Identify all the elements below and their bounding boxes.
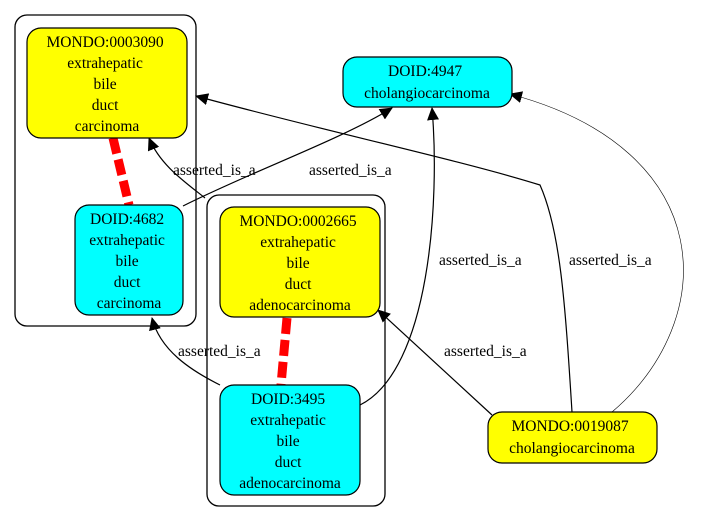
node-label-line: bile: [93, 76, 116, 93]
node-doid-4682: DOID:4682 extrahepatic bile duct carcino…: [74, 204, 184, 316]
node-label-line: extrahepatic: [260, 234, 336, 251]
edge-label: asserted_is_a: [444, 343, 527, 360]
node-label-line: MONDO:0003090: [47, 34, 164, 51]
node-label-line: extrahepatic: [250, 412, 326, 429]
edge-mondo0019087-to-mondo0002665: [377, 309, 493, 416]
node-label-line: MONDO:0002665: [240, 213, 357, 230]
node-mondo-0003090: MONDO:0003090 extrahepatic bile duct car…: [26, 27, 188, 139]
node-label: DOID:4947 cholangiocarcinoma: [364, 63, 490, 102]
node-label-line: DOID:4682: [90, 211, 164, 228]
equivalence-link-adenocarcinoma: [276, 317, 292, 386]
node-label-line: DOID:3495: [251, 391, 325, 408]
node-label-line: extrahepatic: [67, 55, 143, 72]
node-label-line: bile: [115, 253, 138, 270]
edge-mondo0019087-to-doid4947: [509, 91, 684, 413]
cluster-extrahepatic-bile-duct-adenocarcinoma: [206, 194, 386, 507]
node-label: DOID:4682 extrahepatic bile duct carcino…: [89, 211, 169, 312]
node-label-line: duct: [114, 274, 141, 291]
node-label-line: MONDO:0019087: [512, 418, 629, 435]
node-label: MONDO:0003090 extrahepatic bile duct car…: [47, 34, 168, 135]
edge-doid4682-to-mondo0003090: [147, 137, 206, 199]
node-box: [74, 204, 184, 316]
node-label-line: cholangiocarcinoma: [509, 440, 635, 457]
node-box: [342, 56, 513, 108]
node-label-line: DOID:4947: [388, 63, 462, 80]
node-box: [26, 27, 188, 139]
cluster-extrahepatic-bile-duct-carcinoma: [14, 14, 197, 327]
node-label: MONDO:0019087 cholangiocarcinoma: [509, 418, 635, 457]
node-box: [219, 206, 381, 318]
node-label-line: adenocarcinoma: [239, 475, 341, 492]
node-label: DOID:3495 extrahepatic bile duct adenoca…: [239, 391, 341, 492]
node-doid-3495: DOID:3495 extrahepatic bile duct adenoca…: [219, 384, 361, 496]
equivalence-link-carcinoma: [108, 136, 134, 207]
node-label: MONDO:0002665 extrahepatic bile duct ade…: [240, 213, 361, 314]
node-label-line: carcinoma: [75, 118, 140, 135]
node-mondo-0019087: MONDO:0019087 cholangiocarcinoma: [487, 411, 658, 464]
node-label-line: bile: [286, 255, 309, 272]
edge-doid4682-to-doid4947: [182, 107, 393, 207]
edge-mondo0019087-to-mondo0003090: [195, 93, 573, 413]
edge-label: asserted_is_a: [309, 162, 392, 179]
node-label-line: extrahepatic: [89, 232, 165, 249]
node-doid-4947: DOID:4947 cholangiocarcinoma: [342, 56, 513, 108]
node-label-line: cholangiocarcinoma: [364, 85, 490, 102]
node-label-line: adenocarcinoma: [249, 297, 351, 314]
node-label-line: duct: [92, 97, 119, 114]
edge-label: asserted_is_a: [173, 162, 256, 179]
edge-label: asserted_is_a: [178, 343, 261, 360]
edge-doid3495-to-doid4947: [359, 107, 440, 406]
edge-doid3495-to-doid4682: [149, 317, 221, 386]
node-mondo-0002665: MONDO:0002665 extrahepatic bile duct ade…: [219, 206, 381, 318]
node-label-line: carcinoma: [97, 295, 162, 312]
edge-label: asserted_is_a: [569, 252, 652, 269]
node-label-line: duct: [275, 454, 302, 471]
node-label-line: duct: [285, 276, 312, 293]
node-box: [487, 411, 658, 464]
node-label-line: bile: [276, 433, 299, 450]
edge-label: asserted_is_a: [439, 252, 522, 269]
node-box: [219, 384, 361, 496]
